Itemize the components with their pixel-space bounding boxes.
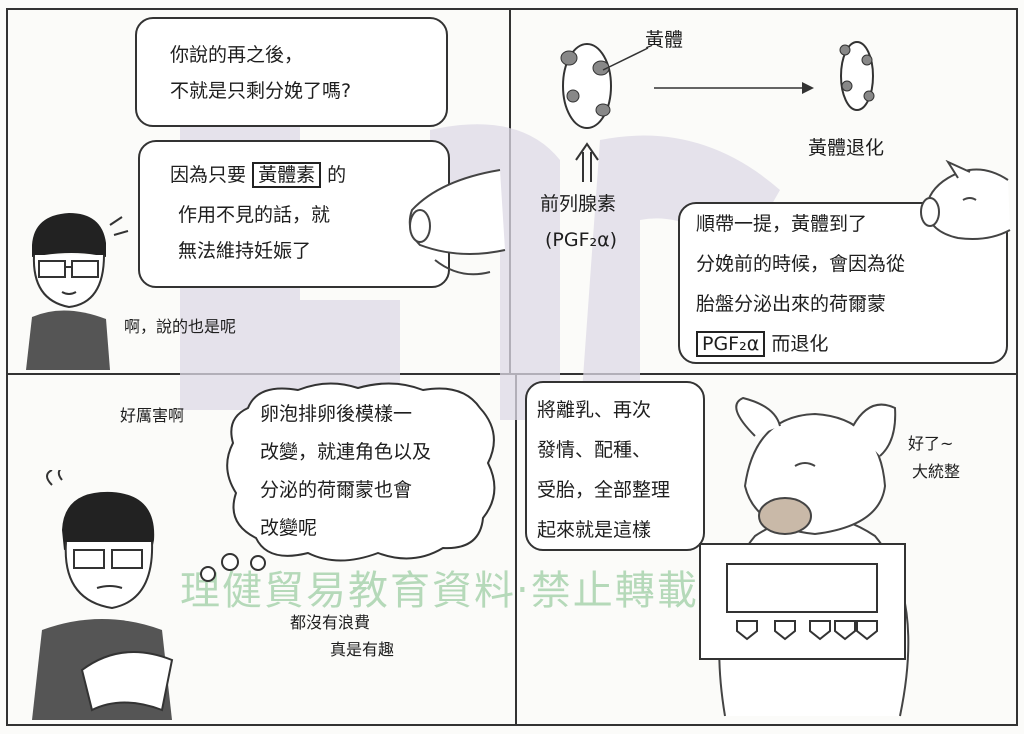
bubble-bottom-line-3: 無法維持妊娠了 [178, 240, 312, 262]
summary-line-1: 將離乳、再次 [537, 399, 652, 421]
progesterone-term: 黃體素 [252, 162, 322, 188]
bubble-top-line-1: 你說的再之後， [170, 44, 304, 66]
bubble-bottom-line-1: 因為只要 黃體素 的 [170, 157, 346, 193]
pig-line-2: 大統整 [912, 462, 961, 481]
label-prostaglandin: 前列腺素 [540, 193, 617, 215]
pig-line-1: 好了~ [908, 434, 954, 453]
thought-dots [200, 553, 239, 582]
info-line-1: 順帶一提，黃體到了 [696, 213, 868, 235]
info-line-3: 胎盤分泌出來的荷爾蒙 [696, 293, 887, 315]
note-no-waste: 都沒有浪費 [290, 613, 371, 632]
bubble-bottom-suffix: 的 [327, 164, 347, 186]
thought-line-3: 分泌的荷爾蒙也會 [260, 479, 413, 501]
label-corpus-luteum: 黃體 [645, 29, 684, 51]
thought-line-1: 卵泡排卵後模樣一 [260, 403, 413, 425]
thought-line-4: 改變呢 [260, 517, 318, 539]
speech-bubble-top [135, 17, 448, 127]
pgf2a-term: PGF₂α [696, 331, 766, 357]
exclaim-text: 好厲害啊 [120, 406, 185, 425]
arrow-up-icon [575, 142, 599, 182]
thought-line-2: 改變，就連角色以及 [260, 441, 432, 463]
reply-text: 啊，說的也是呢 [124, 317, 237, 336]
info-line-2: 分娩前的時候，會因為從 [696, 253, 906, 275]
label-pgf2a: (PGF₂α) [545, 229, 618, 251]
note-interesting: 真是有趣 [330, 640, 395, 659]
label-corpus-regression: 黃體退化 [808, 137, 885, 159]
watermark-text: 理健貿易教育資料‧禁止轉載 [180, 568, 699, 614]
bubble-bottom-prefix: 因為只要 [170, 164, 247, 186]
pig-with-sign-icon [699, 396, 910, 717]
speech-bubble-summary [525, 381, 705, 551]
summary-line-2: 發情、配種、 [537, 439, 652, 461]
regressed-ovary-icon [839, 41, 875, 111]
pig-snout-icon [408, 169, 506, 276]
summary-line-4: 起來就是這樣 [537, 519, 652, 541]
thought-cloud [226, 382, 496, 571]
pig-head-icon [920, 160, 1011, 240]
pointer-line [602, 47, 649, 71]
info-line-4-suffix: 而退化 [771, 333, 829, 355]
man-reading-icon [32, 470, 174, 720]
summary-line-3: 受胎，全部整理 [537, 479, 671, 501]
bubble-bottom-line-2: 作用不見的話，就 [178, 204, 331, 226]
man-figure-icon [26, 213, 129, 370]
corpus-luteum-ovary-icon [560, 43, 612, 129]
speech-bubble-bottom [138, 140, 450, 288]
arrow-right-icon [654, 82, 814, 94]
bubble-top-line-2: 不就是只剩分娩了嗎? [170, 80, 352, 102]
info-line-4: PGF₂α 而退化 [696, 326, 828, 362]
